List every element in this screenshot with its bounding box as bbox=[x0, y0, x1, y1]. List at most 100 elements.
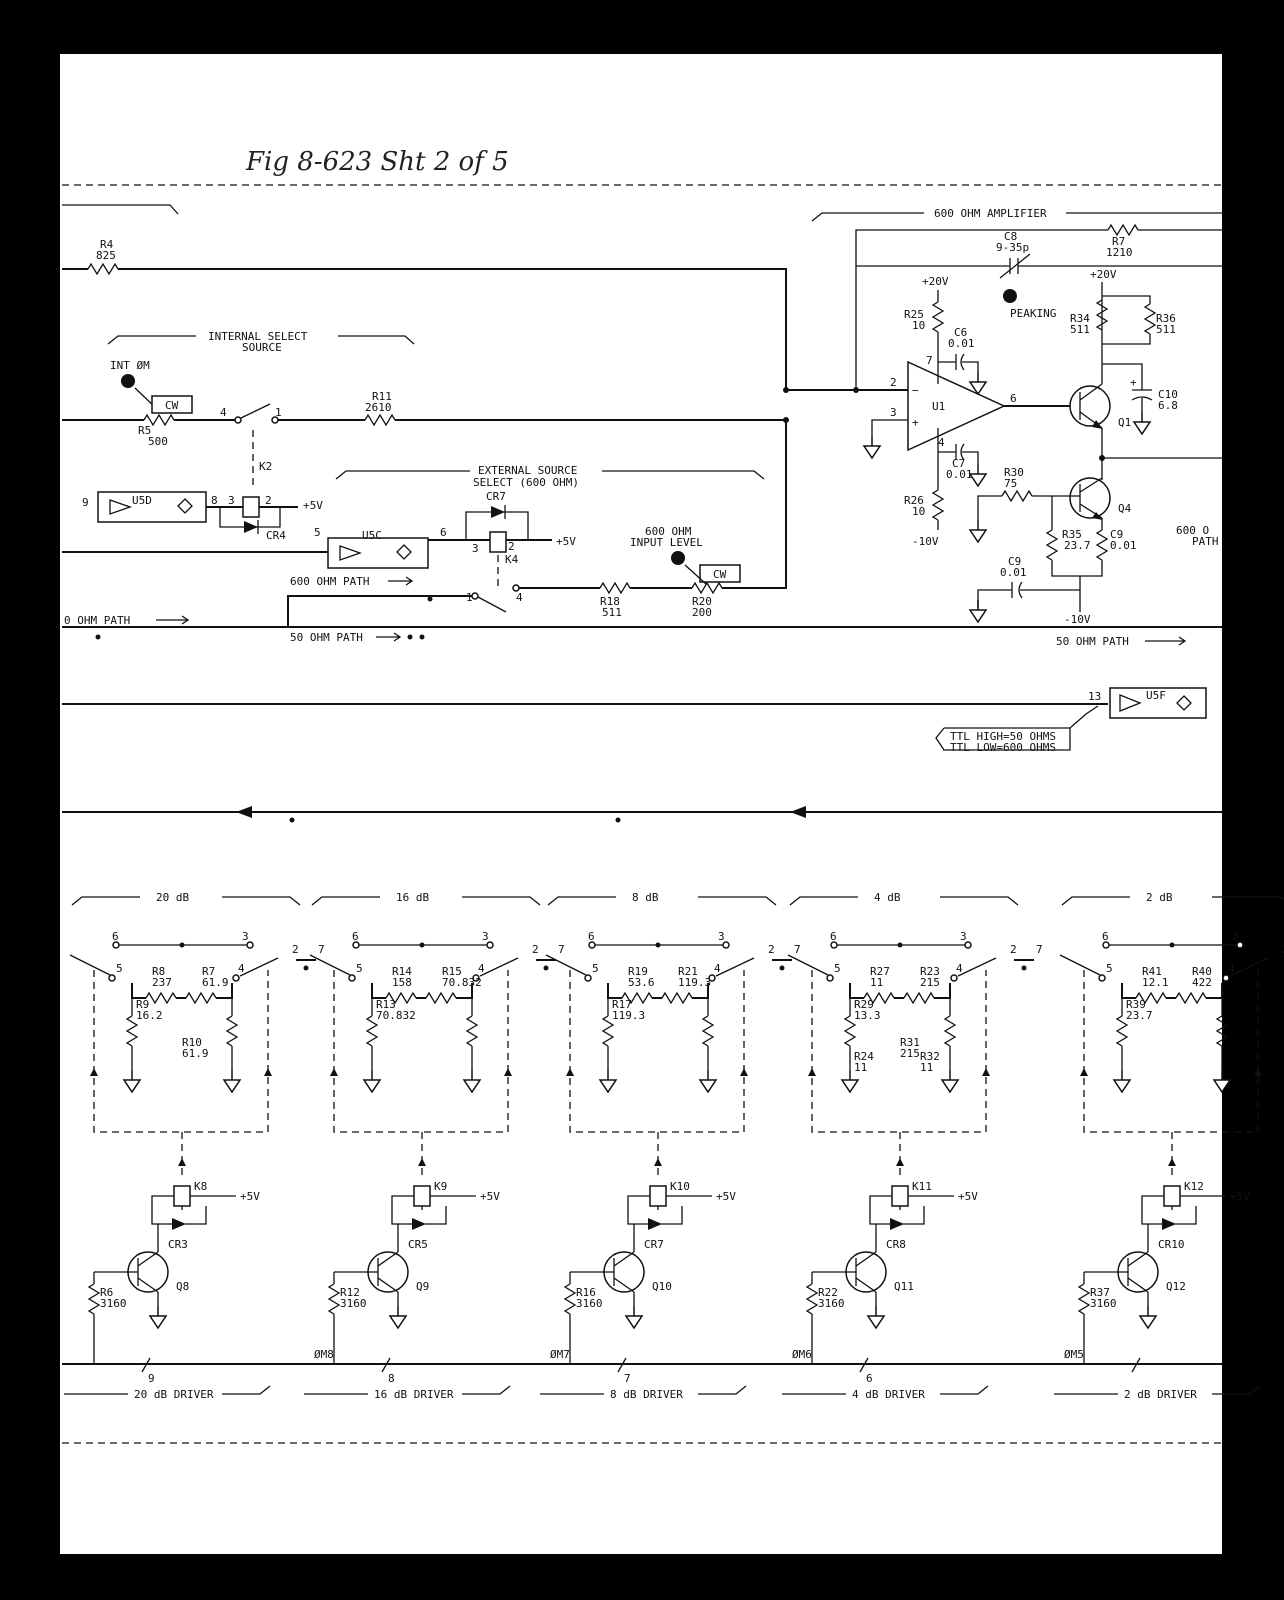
q1-emitter bbox=[1101, 428, 1222, 480]
diode-label: CR7 bbox=[644, 1238, 664, 1251]
transistor-label: Q8 bbox=[176, 1280, 189, 1293]
shunt-wires bbox=[1121, 998, 1223, 1016]
stage-bracket bbox=[71, 896, 301, 906]
input-level-knob[interactable] bbox=[671, 551, 685, 565]
k2-blade bbox=[240, 403, 271, 419]
bus-signal: ØM5 bbox=[1064, 1348, 1084, 1361]
path-right-2: PATH bbox=[1192, 535, 1219, 548]
peaking-label: PEAKING bbox=[1010, 307, 1056, 320]
int-select-bracket bbox=[107, 335, 415, 345]
contact-3 bbox=[964, 941, 972, 949]
r25-val: 10 bbox=[912, 319, 925, 332]
resistor-ref: R27 bbox=[870, 965, 890, 978]
k2-coil bbox=[242, 496, 260, 518]
resistor-val: 61.9 bbox=[202, 976, 229, 989]
u1-plus-gnd bbox=[871, 419, 908, 436]
junction bbox=[1099, 455, 1105, 461]
pin-6: 6 bbox=[830, 930, 837, 943]
p5v-k4: +5V bbox=[556, 535, 576, 548]
pin-3: 3 bbox=[1232, 930, 1239, 943]
base-ref: R37 bbox=[1090, 1286, 1110, 1299]
driver-bracket bbox=[1054, 1385, 1261, 1395]
bus-signal: ØM6 bbox=[792, 1348, 812, 1361]
dot bbox=[419, 634, 425, 640]
contact-5 bbox=[1098, 974, 1106, 982]
relay-link-arrow bbox=[178, 1158, 186, 1166]
dot bbox=[543, 965, 549, 971]
blade-out bbox=[239, 957, 279, 977]
contact-3 bbox=[722, 941, 730, 949]
path-right-1: 600 O bbox=[1176, 524, 1209, 537]
c10-wire bbox=[1102, 363, 1143, 412]
c10-val: 6.8 bbox=[1158, 399, 1178, 412]
q4-body[interactable] bbox=[1069, 477, 1111, 519]
peaking-knob[interactable] bbox=[1003, 289, 1017, 303]
contact-4 bbox=[708, 974, 716, 982]
blade-in bbox=[787, 954, 829, 976]
base-wire bbox=[569, 1271, 614, 1284]
r26-ref: R26 bbox=[904, 494, 924, 507]
left-bracket bbox=[62, 204, 179, 215]
relay-coil bbox=[1163, 1185, 1181, 1207]
u5d-pin9: 9 bbox=[82, 496, 89, 509]
k2-pin4: 4 bbox=[220, 406, 227, 419]
u1-plus: + bbox=[912, 416, 919, 429]
shunt-wires bbox=[607, 998, 709, 1016]
shunt-wires bbox=[371, 998, 473, 1016]
k2-pin1: 1 bbox=[275, 406, 282, 419]
pin-2: 2 bbox=[1282, 943, 1284, 956]
cr4-diode bbox=[244, 521, 258, 533]
sw-blade bbox=[477, 596, 507, 613]
relay-label: K10 bbox=[670, 1180, 690, 1193]
resistor-ref: R21 bbox=[678, 965, 698, 978]
base-wire bbox=[93, 1271, 138, 1284]
resistor-ref: R19 bbox=[628, 965, 648, 978]
r25-ref: R25 bbox=[904, 308, 924, 321]
u1-label: U1 bbox=[932, 400, 945, 413]
c7-plate-b bbox=[960, 443, 965, 461]
blade-in bbox=[545, 954, 587, 976]
k2-contact-4 bbox=[234, 416, 242, 424]
bus-signal: ØM8 bbox=[314, 1348, 334, 1361]
relay-coil bbox=[891, 1185, 909, 1207]
contact-5 bbox=[108, 974, 116, 982]
path-left-arrow bbox=[156, 615, 190, 625]
r20-out bbox=[722, 420, 787, 589]
shunt-down bbox=[131, 1046, 233, 1070]
shunt-down bbox=[607, 1046, 709, 1070]
relay-label: K8 bbox=[194, 1180, 207, 1193]
relay-label: K9 bbox=[434, 1180, 447, 1193]
stage-bracket bbox=[311, 896, 541, 906]
dot bbox=[615, 817, 621, 823]
pin-5: 5 bbox=[834, 962, 841, 975]
sw-pin4: 4 bbox=[516, 591, 523, 604]
pin-4: 4 bbox=[478, 962, 485, 975]
blade-out bbox=[479, 957, 519, 977]
pin-4: 4 bbox=[238, 962, 245, 975]
q4-bottom bbox=[1051, 560, 1103, 612]
base-val: 3160 bbox=[100, 1297, 127, 1310]
driver-bracket bbox=[304, 1385, 511, 1395]
input-level-2: INPUT LEVEL bbox=[630, 536, 703, 549]
resistor-ref: R17 bbox=[612, 998, 632, 1011]
c10-plus: + bbox=[1130, 376, 1137, 389]
int-om-knob[interactable] bbox=[121, 374, 135, 388]
u5d-triangle bbox=[109, 499, 132, 515]
shunt-down bbox=[849, 1046, 951, 1070]
stage-label: 16 dB bbox=[396, 891, 429, 904]
transistor-label: Q11 bbox=[894, 1280, 914, 1293]
bus-signal: ØM7 bbox=[550, 1348, 570, 1361]
junction bbox=[783, 417, 789, 423]
bus-num: 7 bbox=[624, 1372, 631, 1385]
pin-7: 7 bbox=[558, 943, 565, 956]
u5f-pin13: 13 bbox=[1088, 690, 1101, 703]
contact-4 bbox=[1222, 974, 1230, 982]
base-ref: R6 bbox=[100, 1286, 113, 1299]
shunt-down bbox=[371, 1046, 473, 1070]
sheet-title: Fig 8-623 Sht 2 of 5 bbox=[245, 147, 509, 177]
dot bbox=[95, 634, 101, 640]
blade-out bbox=[715, 957, 755, 977]
p5v: +5V bbox=[958, 1190, 978, 1203]
input-section: R4 825 INTERNAL SELECT SOURCE INT ØM CW … bbox=[62, 238, 1222, 648]
dot bbox=[779, 965, 785, 971]
